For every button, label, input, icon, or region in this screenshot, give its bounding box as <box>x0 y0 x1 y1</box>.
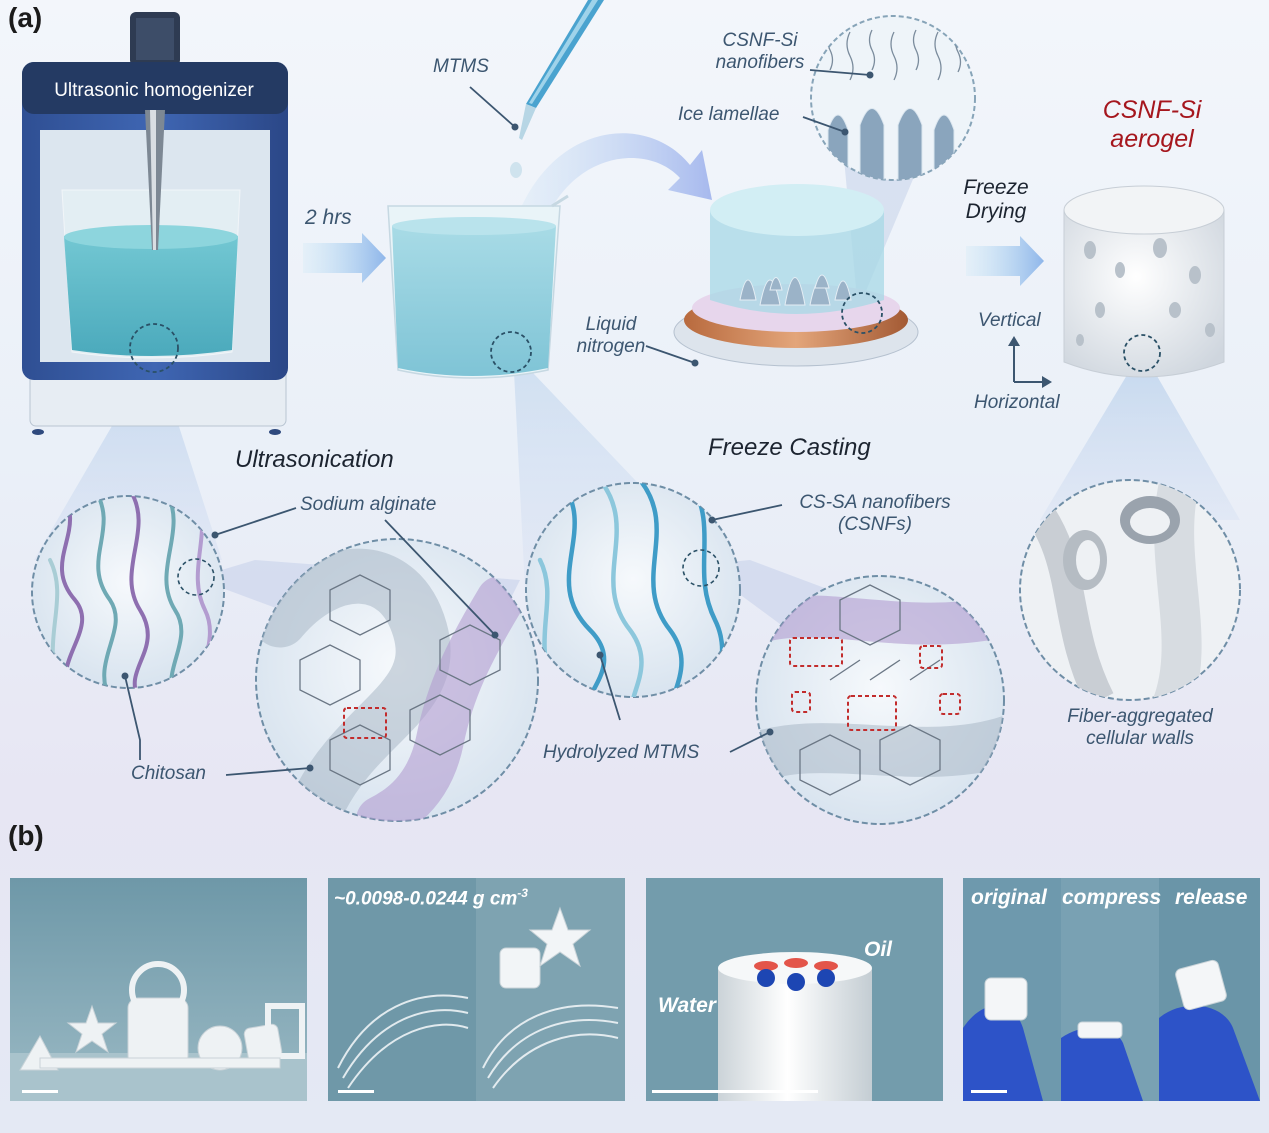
horizontal-label: Horizontal <box>974 392 1060 413</box>
ultrasonic-homogenizer <box>22 12 288 435</box>
original-label: original <box>971 886 1047 909</box>
time-label: 2 hrs <box>305 206 352 229</box>
scale-bar <box>22 1090 58 1093</box>
zoom-beam-aerogel <box>1040 350 1240 520</box>
scale-bar <box>338 1090 374 1093</box>
mtms-label: MTMS <box>433 56 489 77</box>
oil-label: Oil <box>864 938 893 961</box>
freeze-casting-title: Freeze Casting <box>708 434 871 461</box>
chitosan-label: Chitosan <box>131 763 206 784</box>
compress-label: compress <box>1062 886 1162 909</box>
freeze-casting-setup <box>673 184 919 367</box>
scale-bar <box>652 1090 818 1093</box>
liquid-nitrogen-label: Liquid nitrogen <box>576 314 646 357</box>
water-label: Water <box>658 994 716 1017</box>
zoom-circle-fibers <box>31 495 225 689</box>
arrow-freeze-drying <box>966 236 1044 286</box>
aerogel-title: CSNF-Si aerogel <box>1102 96 1202 153</box>
cellular-walls-label: Fiber-aggregated cellular walls <box>1067 706 1213 749</box>
csnfs-label: CS-SA nanofibers (CSNFs) <box>799 492 951 535</box>
orientation-axes <box>1008 336 1052 388</box>
photo-density: ~0.0098-0.0244 g cm-3 <box>328 878 625 1101</box>
freeze-drying-label: Freeze Drying <box>963 176 1029 224</box>
leader-dots <box>121 71 874 772</box>
release-label: release <box>1175 886 1248 909</box>
hydrolyzed-mtms-label: Hydrolyzed MTMS <box>543 742 700 763</box>
homogenizer-label: Ultrasonic homogenizer <box>54 80 254 101</box>
beaker <box>387 194 569 379</box>
zoom-circle-cellular-walls <box>1019 479 1241 701</box>
ice-lamellae-zoom <box>810 15 976 181</box>
vertical-label: Vertical <box>978 310 1041 331</box>
sodium-alginate-label: Sodium alginate <box>300 494 437 515</box>
arrow-2hrs <box>303 233 386 283</box>
photo-compression: original compress release <box>963 878 1260 1101</box>
zoom-circle-molecular-1 <box>255 538 539 822</box>
panel-label-b: (b) <box>8 820 44 851</box>
aerogel-block <box>1063 185 1225 378</box>
leader-lines <box>124 69 871 776</box>
scale-bar <box>971 1090 1007 1093</box>
photo-oil-water: Oil Water <box>646 878 943 1101</box>
pipette <box>510 0 604 178</box>
ice-lamellae-label: Ice lamellae <box>678 104 780 125</box>
ultrasonication-title: Ultrasonication <box>235 446 394 473</box>
panel-label-a: (a) <box>8 2 43 33</box>
zoom-circle-csnfs <box>525 482 741 698</box>
density-label: ~0.0098-0.0244 g cm-3 <box>334 886 528 910</box>
photo-shapes <box>10 878 307 1101</box>
csnf-si-nanofibers-label: CSNF-Si nanofibers <box>715 30 805 73</box>
arc-arrow-to-casting <box>520 133 712 215</box>
